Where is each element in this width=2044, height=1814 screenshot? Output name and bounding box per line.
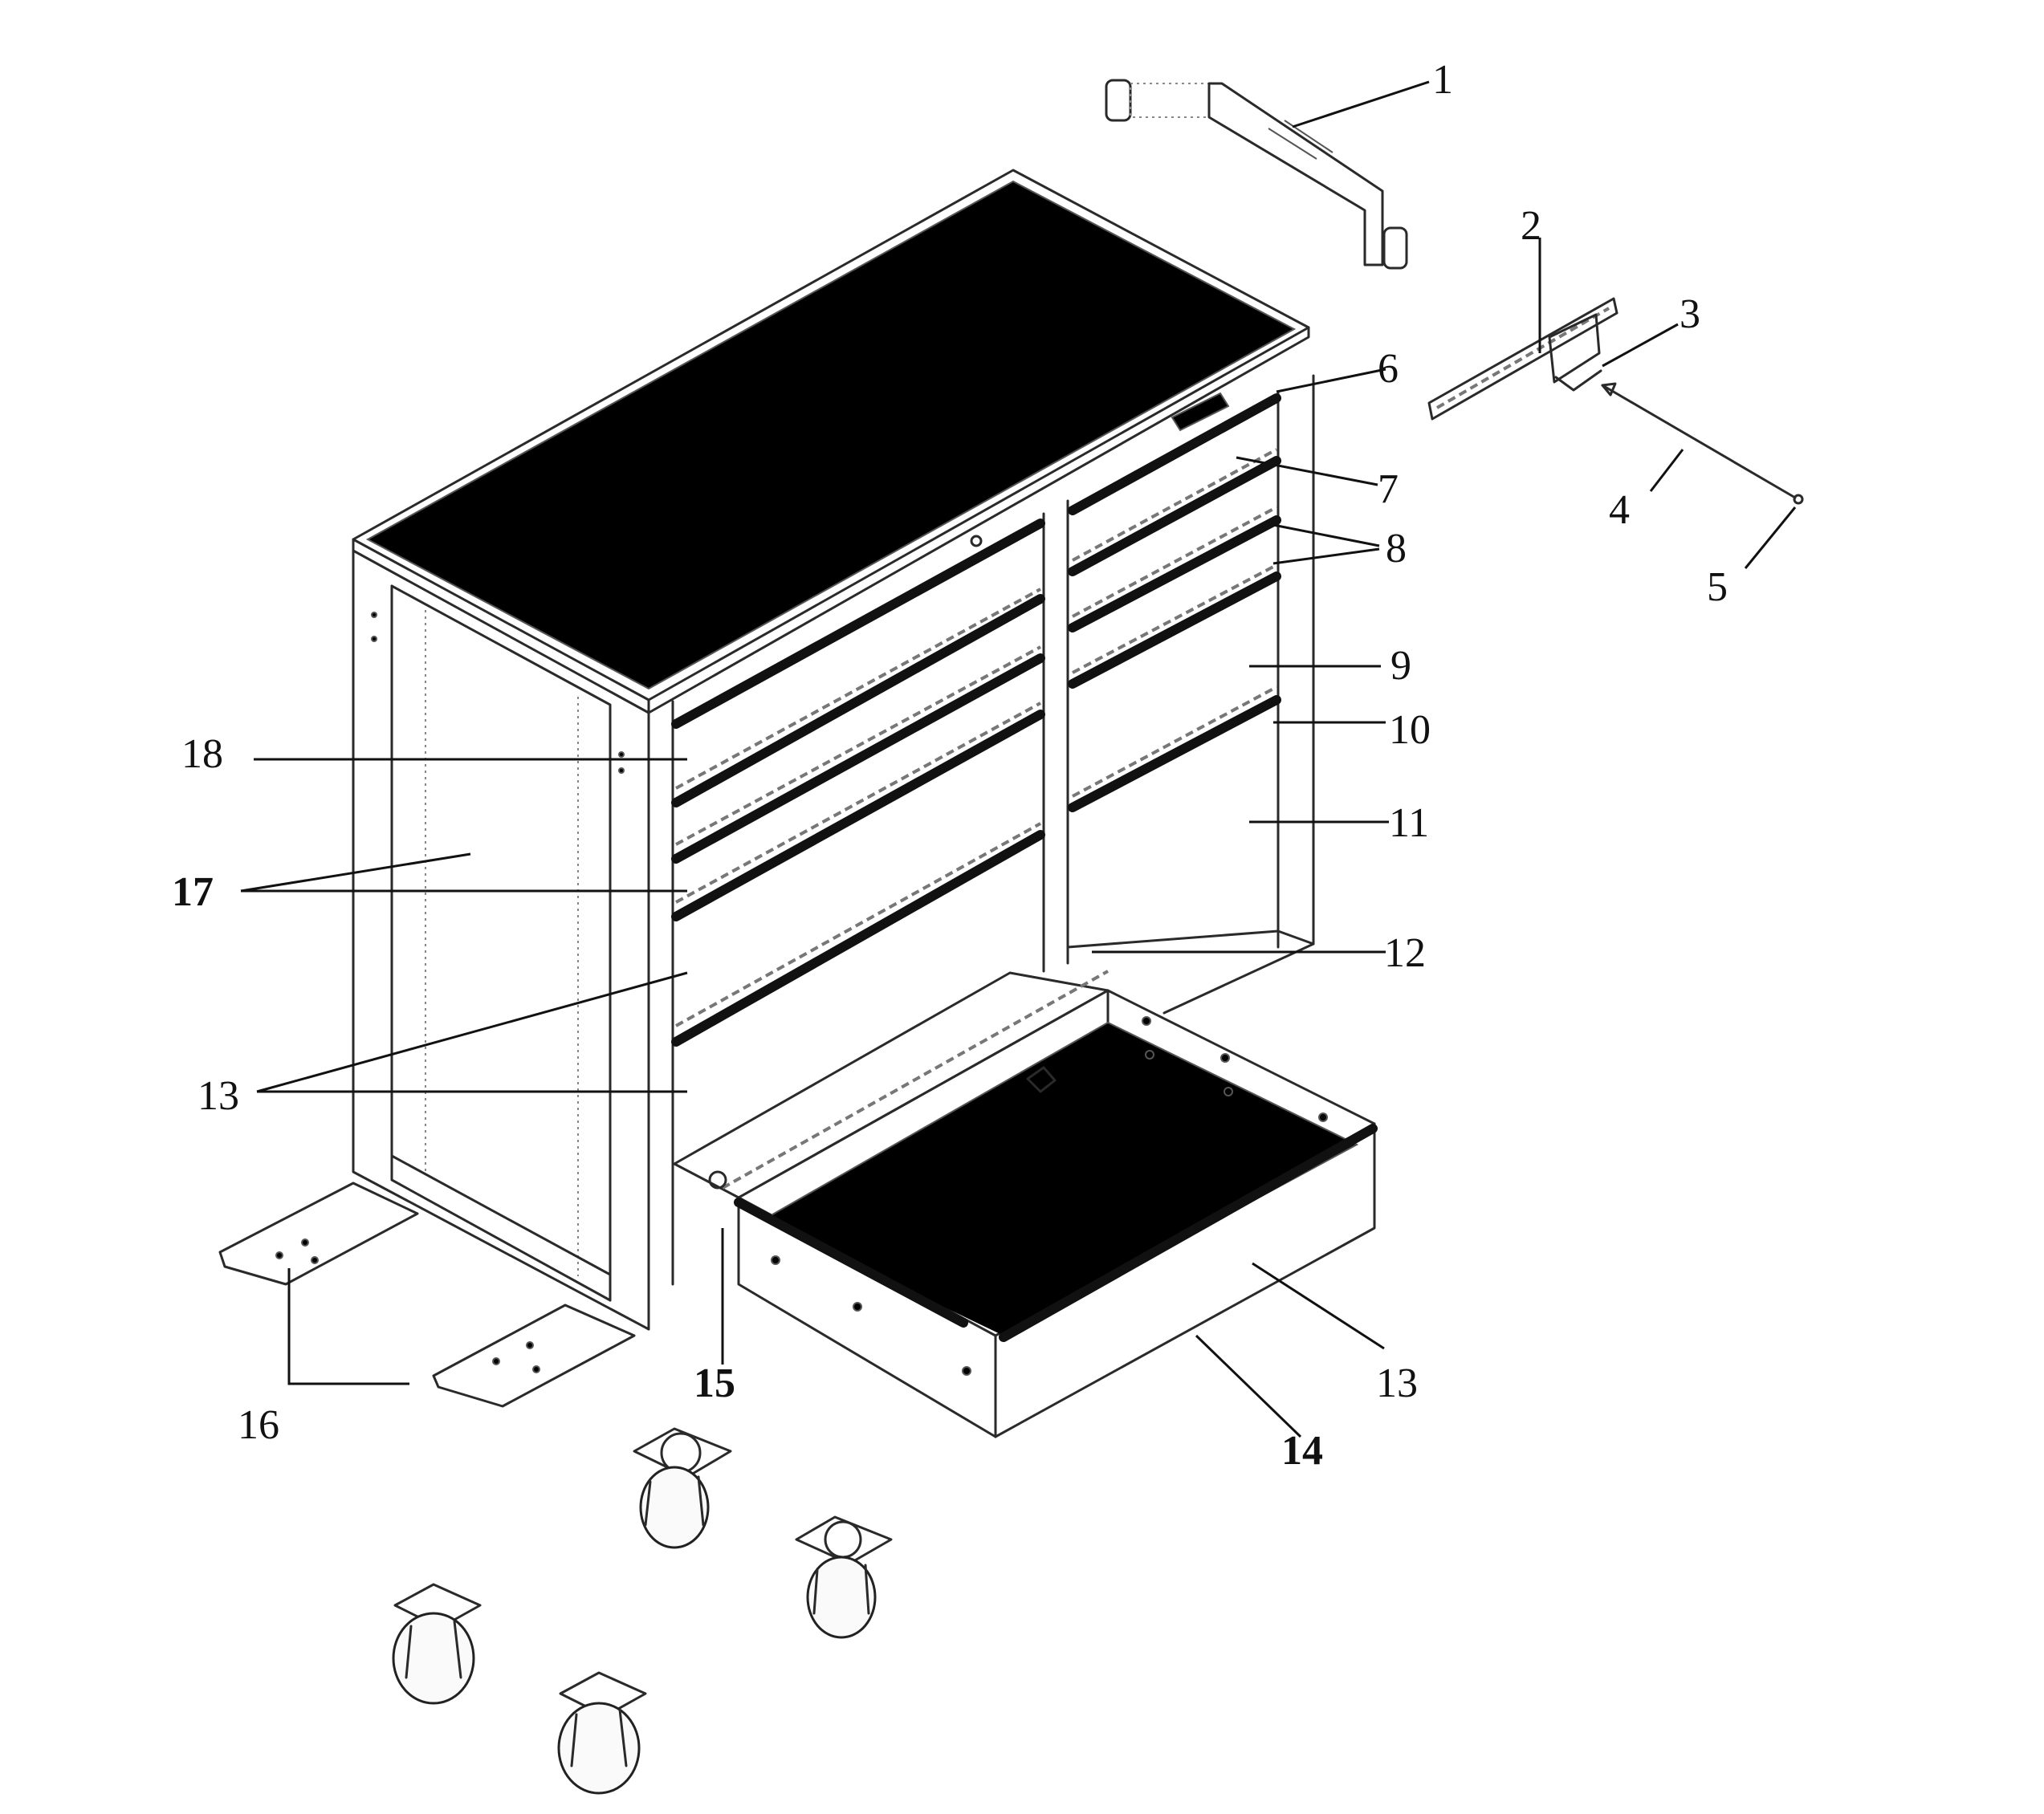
label-5: 5 bbox=[1707, 564, 1728, 610]
slide-bracket-part bbox=[1427, 297, 1619, 421]
label-1: 1 bbox=[1432, 57, 1453, 103]
open-drawer bbox=[673, 970, 1378, 1438]
label-13-left: 13 bbox=[197, 1073, 239, 1119]
caster-2 bbox=[795, 1515, 893, 1639]
caster-4 bbox=[557, 1671, 647, 1795]
label-17: 17 bbox=[172, 869, 214, 915]
label-2: 2 bbox=[1521, 203, 1541, 249]
callout-labels: 1 2 3 4 5 6 7 8 9 10 11 12 13 13 14 15 1… bbox=[172, 57, 1728, 1474]
label-15: 15 bbox=[694, 1360, 735, 1406]
leader-lines bbox=[240, 80, 1797, 1438]
label-16: 16 bbox=[238, 1402, 279, 1448]
label-11: 11 bbox=[1389, 800, 1429, 846]
label-4: 4 bbox=[1609, 487, 1630, 533]
cabinet-top bbox=[352, 169, 1310, 714]
label-10: 10 bbox=[1389, 707, 1431, 753]
label-8: 8 bbox=[1386, 526, 1407, 571]
caster-1 bbox=[633, 1427, 732, 1549]
base-plates bbox=[218, 1182, 636, 1408]
left-side-panel bbox=[352, 549, 650, 1331]
caster-wheels bbox=[392, 1427, 893, 1795]
label-6: 6 bbox=[1378, 346, 1399, 392]
label-3: 3 bbox=[1680, 291, 1700, 337]
label-14: 14 bbox=[1281, 1428, 1323, 1474]
label-9: 9 bbox=[1390, 643, 1411, 689]
label-12: 12 bbox=[1384, 930, 1426, 976]
label-13-right: 13 bbox=[1376, 1360, 1418, 1406]
rod-screw-part bbox=[1601, 382, 1804, 505]
caster-3 bbox=[392, 1583, 482, 1705]
label-7: 7 bbox=[1378, 466, 1399, 512]
front-left-column bbox=[647, 499, 1069, 1331]
handle-part bbox=[1105, 79, 1408, 270]
front-right-column bbox=[1066, 374, 1315, 1015]
label-18: 18 bbox=[181, 731, 223, 777]
